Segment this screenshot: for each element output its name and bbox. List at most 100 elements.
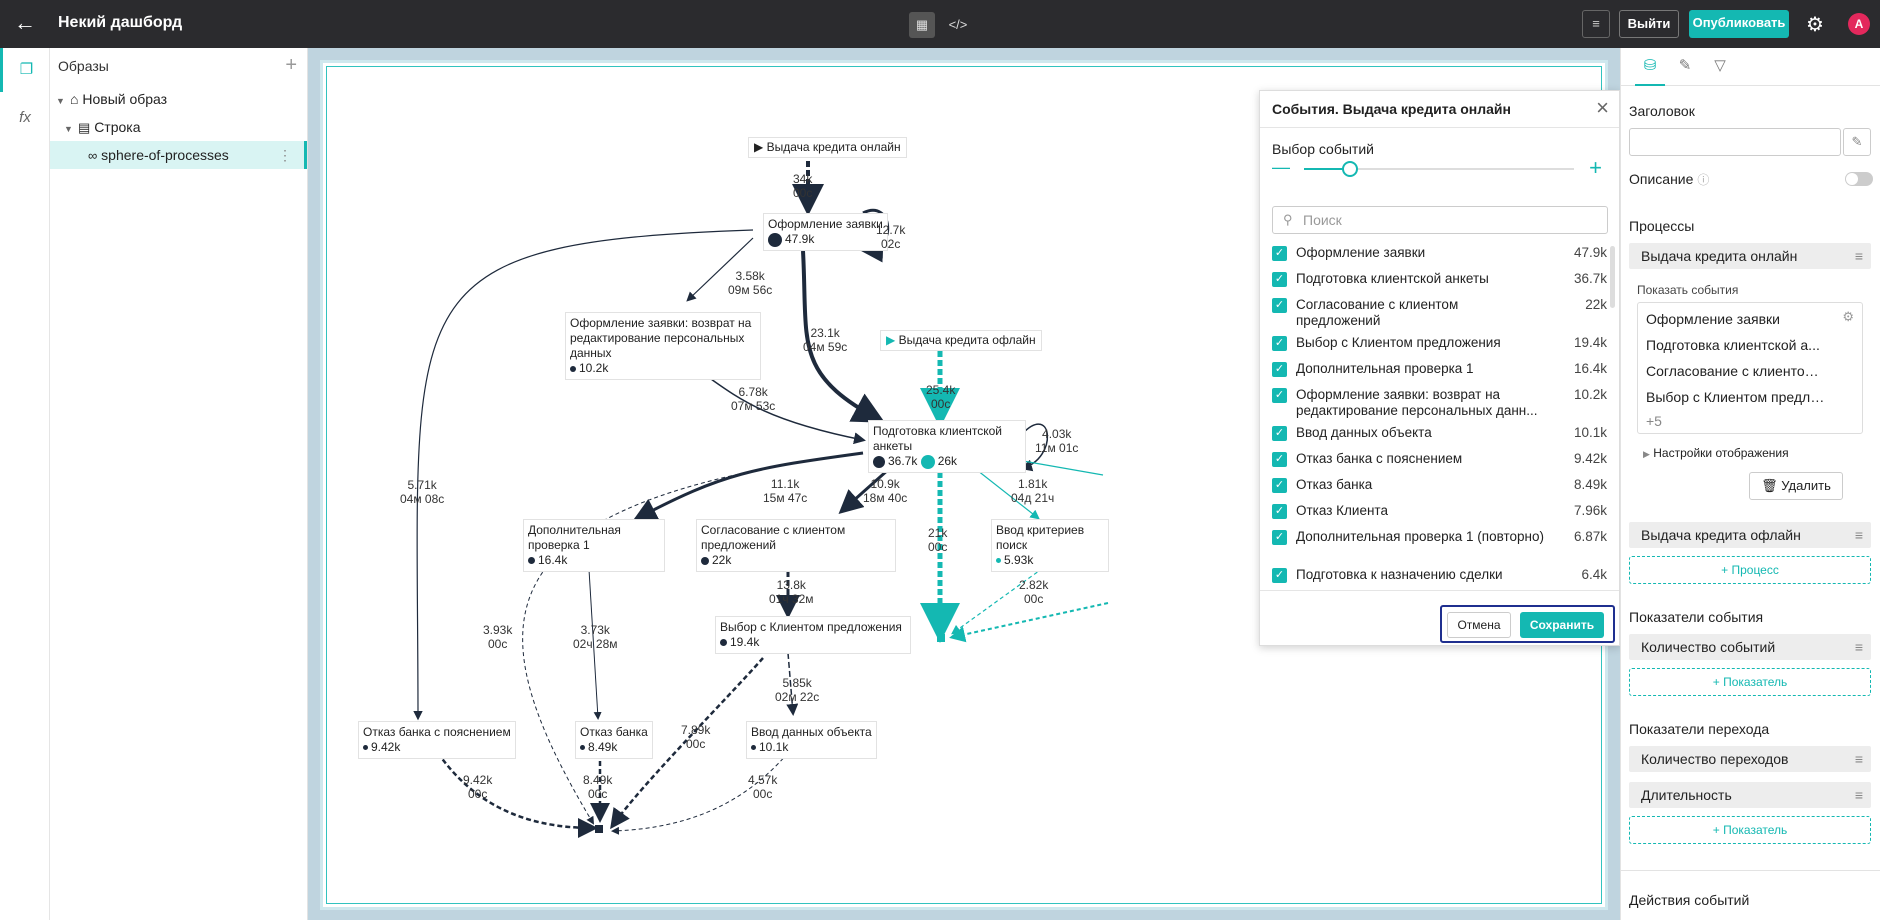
- back-arrow-icon[interactable]: ←: [14, 10, 36, 35]
- avatar[interactable]: A: [1848, 13, 1870, 35]
- metric-item[interactable]: Длительность ≡: [1629, 782, 1871, 808]
- data-tab-icon[interactable]: ⛁: [1635, 56, 1665, 86]
- add-event-metric-button[interactable]: + Показатель: [1629, 668, 1871, 696]
- node-count: 47.9k: [785, 232, 815, 246]
- slider-track[interactable]: [1304, 161, 1574, 177]
- process-item[interactable]: Выдача кредита онлайн≡: [1629, 243, 1871, 269]
- events-slider[interactable]: — +: [1272, 155, 1602, 180]
- edge-3-offscreen: [1022, 460, 1104, 476]
- checkbox-checked-icon[interactable]: ✓: [1272, 272, 1287, 287]
- processes-label: Процессы: [1629, 218, 1695, 234]
- event-count: 36.7k: [1573, 271, 1607, 286]
- checkbox-checked-icon[interactable]: ✓: [1272, 530, 1287, 545]
- display-settings-toggle[interactable]: ▶ Настройки отображения: [1643, 446, 1789, 460]
- delete-button[interactable]: 🗑 Удалить: [1749, 472, 1843, 500]
- plus-icon[interactable]: +: [1589, 155, 1602, 180]
- edge-6-end: [610, 657, 764, 830]
- exit-button[interactable]: Выйти: [1619, 10, 1679, 38]
- node-name: Отказ банка: [580, 725, 648, 739]
- transition-metrics-label: Показатели перехода: [1629, 721, 1770, 737]
- drag-handle-icon[interactable]: ≡: [1854, 248, 1863, 264]
- search-input[interactable]: ⚲Поиск: [1272, 206, 1608, 234]
- more-count[interactable]: +5: [1646, 413, 1662, 429]
- shown-events-box[interactable]: Оформление заявки Подготовка клиентской …: [1637, 302, 1863, 434]
- edge-1-reject: [413, 229, 754, 721]
- graph-node[interactable]: Оформление заявки: возврат на редактиров…: [565, 312, 761, 380]
- event-count: 47.9k: [1573, 245, 1607, 260]
- minus-icon[interactable]: —: [1272, 157, 1290, 177]
- structure-icon[interactable]: ≡: [1582, 10, 1610, 38]
- checkbox-checked-icon[interactable]: ✓: [1272, 246, 1287, 261]
- edit-icon[interactable]: ✎: [1843, 128, 1871, 156]
- tree-item-new-image[interactable]: ▼⌂ Новый образ: [50, 85, 307, 113]
- drag-handle-icon[interactable]: ≡: [1854, 787, 1863, 803]
- heading-input[interactable]: [1629, 128, 1841, 156]
- start-label: Выдача кредита онлайн: [766, 140, 901, 154]
- chevron-down-icon[interactable]: ▼: [56, 96, 65, 106]
- divider: [1260, 127, 1619, 128]
- process-item[interactable]: Выдача кредита офлайн≡: [1629, 522, 1871, 548]
- node-name: Выбор с Клиентом предложения: [720, 620, 902, 634]
- code-view-icon[interactable]: </>: [948, 17, 968, 32]
- checkbox-checked-icon[interactable]: ✓: [1272, 298, 1287, 313]
- gear-icon[interactable]: ⚙: [1806, 14, 1824, 36]
- filter-tab-icon[interactable]: ▽: [1714, 57, 1726, 74]
- edge-6-10: [786, 652, 799, 716]
- chevron-down-icon[interactable]: ▼: [64, 124, 73, 134]
- checkbox-checked-icon[interactable]: ✓: [1272, 388, 1287, 403]
- cancel-button[interactable]: Отмена: [1447, 612, 1511, 638]
- event-metrics-label: Показатели события: [1629, 609, 1764, 625]
- checkbox-checked-icon[interactable]: ✓: [1272, 336, 1287, 351]
- drag-handle-icon[interactable]: ≡: [1854, 639, 1863, 655]
- gear-icon[interactable]: ⚙: [1842, 309, 1854, 324]
- checkbox-checked-icon[interactable]: ✓: [1272, 478, 1287, 493]
- event-name: Отказ Клиента: [1296, 503, 1388, 518]
- metric-name: Длительность: [1641, 787, 1732, 803]
- tree-item-row[interactable]: ▼▤ Строка: [50, 113, 307, 141]
- drag-handle-icon[interactable]: ≡: [1854, 527, 1863, 543]
- scrollbar[interactable]: [1610, 246, 1615, 308]
- metric-name: Количество событий: [1641, 639, 1776, 655]
- brush-tab-icon[interactable]: ✎: [1678, 57, 1692, 74]
- event-name: Оформление заявки: возврат на редактиров…: [1296, 387, 1538, 418]
- add-image-icon[interactable]: +: [285, 54, 297, 76]
- start-node-online[interactable]: ▶ Выдача кредита онлайн: [748, 137, 907, 158]
- description-toggle[interactable]: [1845, 172, 1873, 186]
- event-count: 7.96k: [1573, 503, 1607, 518]
- drag-handle-icon[interactable]: ≡: [1854, 751, 1863, 767]
- checkbox-checked-icon[interactable]: ✓: [1272, 362, 1287, 377]
- pages-icon[interactable]: ❐: [0, 48, 50, 92]
- tree-item-sphere[interactable]: ∞ sphere-of-processes ⋮: [50, 141, 307, 169]
- checkbox-checked-icon[interactable]: ✓: [1272, 504, 1287, 519]
- function-icon[interactable]: fx: [19, 109, 31, 126]
- slider-thumb[interactable]: [1341, 161, 1358, 177]
- close-icon[interactable]: ×: [1596, 95, 1609, 120]
- trash-icon: 🗑: [1761, 478, 1778, 493]
- checkbox-checked-icon[interactable]: ✓: [1272, 452, 1287, 467]
- save-button[interactable]: Сохранить: [1520, 612, 1604, 638]
- metric-item[interactable]: Количество событий ≡: [1629, 634, 1871, 660]
- start-node-offline[interactable]: ▶ Выдача кредита офлайн: [880, 330, 1042, 351]
- metric-item[interactable]: Количество переходов≡: [1629, 746, 1871, 772]
- add-process-button[interactable]: + Процесс: [1629, 556, 1871, 584]
- add-transition-metric-button[interactable]: + Показатель: [1629, 816, 1871, 844]
- checkbox-checked-icon[interactable]: ✓: [1272, 568, 1287, 583]
- publish-button[interactable]: Опубликовать: [1689, 10, 1789, 38]
- more-icon[interactable]: ⋮: [278, 147, 292, 163]
- layout-view-icon[interactable]: ▦: [909, 12, 935, 38]
- node-name: Отказ банка с пояснением: [363, 725, 511, 739]
- checkbox-checked-icon[interactable]: ✓: [1272, 426, 1287, 441]
